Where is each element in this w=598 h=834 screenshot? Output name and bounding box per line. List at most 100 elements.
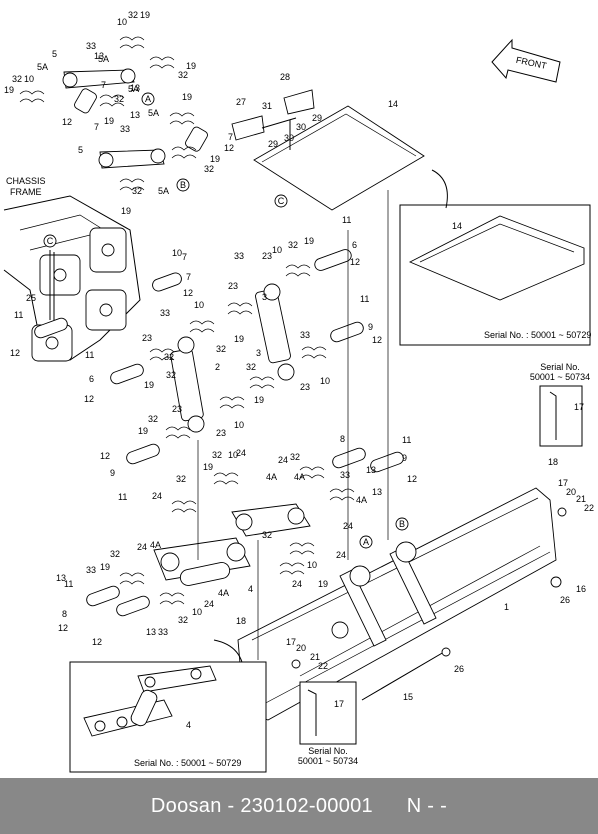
marker-c-1: C — [274, 194, 288, 208]
side-bracket-17: Serial No. 50001 ~ 50734 — [530, 362, 590, 447]
callout-23-6: 23 — [172, 404, 182, 414]
callout-19-9: 19 — [144, 380, 154, 390]
callout-4-inset: 4 — [186, 720, 191, 730]
marker-b-2: B — [395, 517, 409, 531]
callout-17-4: 17 — [334, 699, 344, 709]
svg-text:A: A — [145, 94, 151, 104]
parts-diagram: FRONT CHASSIS FRAME — [3, 10, 594, 773]
callout-27: 27 — [236, 97, 246, 107]
callout-10-7: 10 — [320, 376, 330, 386]
callout-21-1: 21 — [576, 494, 586, 504]
marker-a-2: A — [359, 535, 373, 549]
callout-10-10: 10 — [192, 607, 202, 617]
callout-1: 1 — [504, 602, 509, 612]
callout-29-1: 29 — [312, 113, 322, 123]
callout-32-18: 32 — [178, 615, 188, 625]
inset-bottom: Serial No. : 50001 ~ 50729 — [69, 661, 267, 773]
callout-19-6: 19 — [210, 154, 220, 164]
callout-18-2: 18 — [236, 616, 246, 626]
callout-13-7: 13 — [146, 627, 156, 637]
callout-19-3: 19 — [186, 61, 196, 71]
callout-7-5: 7 — [186, 272, 191, 282]
callout-9-1: 9 — [368, 322, 373, 332]
callout-20-2: 20 — [296, 643, 306, 653]
callout-12-6: 12 — [84, 394, 94, 404]
callout-14-inset: 14 — [452, 221, 462, 231]
footer-brand: Doosan — [150, 794, 222, 817]
callout-10-5: 10 — [194, 300, 204, 310]
callout-4a-3: 4A — [356, 495, 367, 505]
callout-10-4: 10 — [272, 245, 282, 255]
callout-13-5: 13 — [372, 487, 382, 497]
callout-29-2: 29 — [268, 139, 278, 149]
callout-11-4: 11 — [14, 310, 23, 320]
callout-3b: 3 — [262, 292, 267, 302]
callout-30-1: 30 — [296, 122, 306, 132]
callout-32-11: 32 — [246, 362, 256, 372]
callout-33-7: 33 — [86, 565, 96, 575]
svg-text:B: B — [399, 519, 405, 529]
callout-24-2: 24 — [278, 455, 288, 465]
callout-12-5: 12 — [372, 335, 382, 345]
svg-text:C: C — [278, 196, 285, 206]
callout-12-7: 12 — [100, 451, 110, 461]
callout-33-8: 33 — [158, 627, 168, 637]
callout-19-2: 19 — [4, 85, 14, 95]
callout-24-3: 24 — [152, 491, 162, 501]
callout-11-7: 11 — [64, 579, 73, 589]
callout-31: 31 — [262, 101, 272, 111]
callout-15: 15 — [403, 692, 413, 702]
callout-10-8: 10 — [228, 450, 238, 460]
serial-side-line2: 50001 ~ 50734 — [530, 372, 590, 382]
callout-33-5: 33 — [300, 330, 310, 340]
front-arrow-icon: FRONT — [491, 38, 561, 83]
callout-12-11: 12 — [92, 637, 102, 647]
callout-12-10: 12 — [58, 623, 68, 633]
cover-plate-assembly — [231, 89, 425, 211]
callout-32-15: 32 — [290, 452, 300, 462]
callout-5a-2: 5A — [37, 62, 48, 72]
callout-17-3: 17 — [286, 637, 296, 647]
guide-lines — [197, 169, 448, 677]
callout-4: 4 — [248, 584, 253, 594]
callout-32-16: 32 — [262, 530, 272, 540]
inset-small-17: Serial No. 50001 ~ 50734 — [298, 681, 358, 766]
callout-32-10: 32 — [166, 370, 176, 380]
cylinders — [170, 283, 295, 433]
callout-33-1: 33 — [86, 41, 96, 51]
callout-19-5: 19 — [182, 92, 192, 102]
callout-24-5: 24 — [336, 550, 346, 560]
callout-11-2: 11 — [85, 350, 94, 360]
svg-text:C: C — [47, 236, 54, 246]
callout-10-3: 10 — [172, 248, 182, 258]
callout-19-11: 19 — [138, 426, 148, 436]
callout-5-1: 5 — [52, 49, 57, 59]
upper-link-assembly — [19, 36, 208, 191]
callout-19-4: 19 — [104, 116, 114, 126]
footer-bar: Doosan - 230102-00001 N - - — [0, 778, 598, 834]
callout-32-7: 32 — [288, 240, 298, 250]
callout-19-14: 19 — [318, 579, 328, 589]
serial-label-inset-bottom: Serial No. : 50001 ~ 50729 — [134, 758, 241, 768]
callout-19-10: 19 — [234, 334, 244, 344]
callout-11-1: 11 — [342, 215, 351, 225]
svg-text:B: B — [180, 180, 186, 190]
callout-32-2: 32 — [12, 74, 22, 84]
callout-11-6: 11 — [402, 435, 411, 445]
callout-22-1: 22 — [584, 503, 594, 513]
callout-5a-1: 5A — [98, 54, 109, 64]
callout-18-1: 18 — [548, 457, 558, 467]
callout-32-13: 32 — [212, 450, 222, 460]
callout-24-7: 24 — [204, 599, 214, 609]
callout-32-4: 32 — [114, 94, 124, 104]
callout-25: 25 — [26, 293, 36, 303]
callout-23-4: 23 — [300, 382, 310, 392]
pins-and-bushings — [34, 249, 404, 617]
inset-top: Serial No. : 50001 ~ 50729 — [399, 204, 591, 346]
serial-small-line1: Serial No. — [308, 746, 348, 756]
callout-17-1: 17 — [574, 402, 584, 412]
callout-19-8: 19 — [304, 236, 314, 246]
callout-30-2: 30 — [284, 133, 294, 143]
callout-4a-4: 4A — [150, 540, 161, 550]
callout-32-3: 32 — [178, 70, 188, 80]
